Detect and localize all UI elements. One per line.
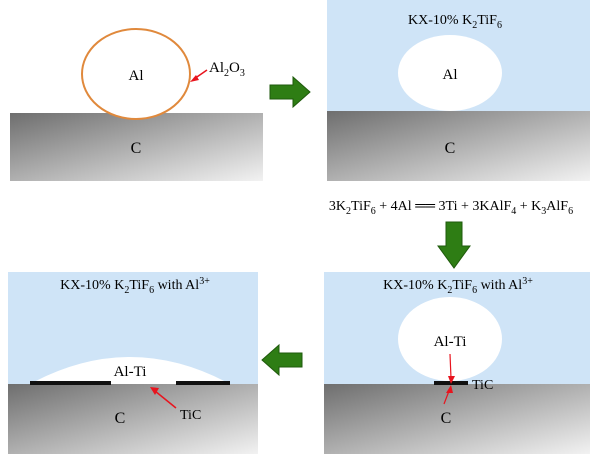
oxide-pointer-arrow [190, 69, 208, 82]
panel-3-reaction: KX-10% K2TiF6 with Al3+ Al-Ti TiC C [324, 272, 590, 454]
panel-2-title: KX-10% K2TiF6 [408, 13, 502, 31]
panel-1-oxide-label: Al2O3 [209, 60, 245, 79]
panel-2-al-droplet [398, 35, 502, 111]
panel-2-substrate-label: C [445, 140, 456, 157]
panel-4-title: KX-10% K2TiF6 with Al3+ [60, 276, 210, 296]
panel-4-tic-arrow [150, 387, 177, 409]
panel-4-wetted: KX-10% K2TiF6 with Al3+ Al-Ti TiC C [8, 272, 258, 454]
panel-3-droplet-label: Al-Ti [434, 334, 467, 350]
panel-1-al-droplet [81, 28, 191, 120]
green-arrow-down [437, 221, 471, 269]
panel-2-salt-flux: KX-10% K2TiF6 Al C [327, 0, 590, 181]
panel-1-substrate [10, 113, 263, 181]
panel-4-substrate-label: C [115, 410, 126, 427]
panel-3-tic-arrows [443, 353, 455, 405]
panel-1-substrate-label: C [131, 140, 142, 157]
panel-4-tic-layer-left [30, 381, 111, 385]
panel-3-tic-label: TiC [472, 378, 493, 393]
panel-4-droplet-label: Al-Ti [114, 364, 147, 380]
panel-4-tic-layer-right [176, 381, 230, 385]
panel-4-tic-label: TiC [180, 408, 201, 423]
panel-2-substrate [327, 111, 590, 181]
panel-3-substrate [324, 384, 590, 454]
green-arrow-left [261, 343, 303, 377]
panel-1-initial: Al C Al2O3 [10, 28, 263, 181]
panel-4-spread-al-ti [30, 357, 230, 384]
panel-2-droplet-label: Al [443, 67, 458, 83]
green-arrow-right [269, 75, 311, 109]
reaction-equation: 3K2TiF6 + 4Al ══ 3Ti + 3KAlF4 + K3AlF6 [329, 199, 573, 217]
panel-3-title: KX-10% K2TiF6 with Al3+ [383, 276, 533, 296]
panel-1-droplet-label: Al [129, 68, 144, 84]
panel-3-substrate-label: C [441, 410, 452, 427]
panel-4-substrate [8, 384, 258, 454]
panel-3-al-ti-droplet [398, 297, 502, 381]
